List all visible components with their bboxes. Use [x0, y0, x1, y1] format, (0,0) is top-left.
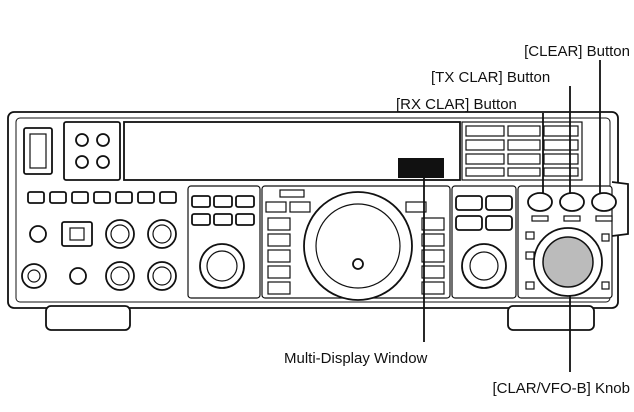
- jack-panel: [63, 121, 121, 181]
- tx-clar-button-shape: [559, 192, 585, 212]
- power-switch: [23, 127, 53, 175]
- left-foot: [45, 305, 131, 331]
- clear-button-label: [CLEAR] Button: [524, 43, 630, 60]
- clar-section: [517, 185, 617, 299]
- rx-clar-button-label: [RX CLAR] Button: [396, 96, 517, 113]
- clar-vfo-b-knob-label: [CLAR/VFO-B] Knob: [492, 380, 630, 397]
- right-foot: [507, 305, 595, 331]
- right-subknob-area: [451, 185, 517, 299]
- left-button-row: [27, 191, 177, 204]
- top-right-button-bank: [461, 121, 583, 181]
- rx-clar-button-shape: [527, 192, 553, 212]
- multi-display-window-label: Multi-Display Window: [284, 350, 428, 367]
- main-tuning-area: [261, 185, 451, 301]
- function-button-grid: [187, 185, 261, 299]
- left-controls: [21, 219, 177, 291]
- clear-button-shape: [591, 192, 617, 212]
- leader-lines: [423, 60, 601, 372]
- multi-display-window: [398, 158, 444, 178]
- tx-clar-button-label: [TX CLAR] Button: [431, 69, 550, 86]
